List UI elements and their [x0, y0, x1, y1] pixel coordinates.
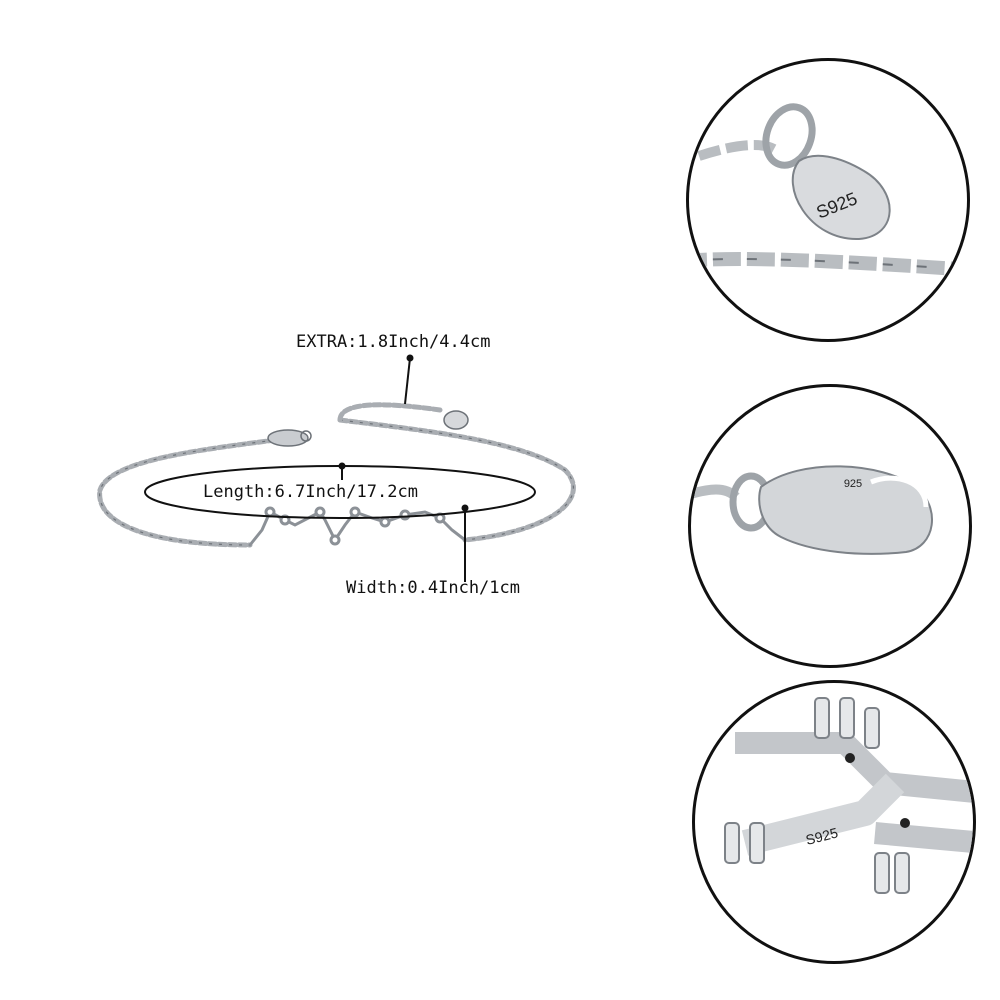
tag-shape — [791, 154, 891, 241]
extra-leader — [404, 357, 411, 405]
constellation-charm — [248, 506, 467, 547]
clasp-stamp-text: 925 — [844, 478, 862, 490]
extra-measurement-label: EXTRA:1.8Inch/4.4cm — [296, 332, 491, 352]
charm-stamp-text: S925 — [804, 824, 840, 847]
extension-chain — [337, 402, 443, 423]
detail-charm-closeup: S925 — [692, 680, 976, 964]
detail-clasp-closeup: 925 — [688, 384, 972, 668]
lobster-clasp — [267, 429, 312, 447]
chain-right — [337, 417, 576, 543]
clasp-body — [758, 465, 933, 555]
detail-tag-closeup: S925 — [686, 58, 970, 342]
chain-left — [97, 437, 278, 548]
charm-bar — [741, 773, 905, 856]
s925-tag — [443, 410, 469, 430]
width-measurement-label: Width:0.4Inch/1cm — [346, 578, 520, 598]
length-measurement-label: Length:6.7Inch/17.2cm — [203, 482, 418, 502]
